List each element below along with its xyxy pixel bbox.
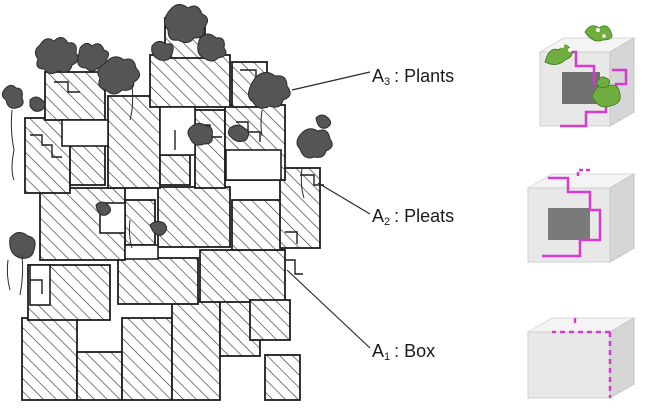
sketch-box — [70, 145, 105, 185]
foliage-cluster — [152, 41, 173, 60]
leader-line-a2 — [318, 183, 370, 214]
leader-line-a3 — [292, 72, 370, 90]
sketch-open-box — [62, 120, 108, 146]
foliage-cluster — [30, 97, 45, 111]
label-letter: A — [372, 66, 384, 86]
label-separator: : — [394, 341, 404, 361]
label-text: Plants — [404, 66, 454, 86]
sketch-box — [265, 355, 300, 400]
box-illustration-a3 — [540, 26, 634, 126]
label-subscript: 1 — [384, 351, 390, 363]
label-plants: A3: Plants — [372, 66, 454, 87]
sketch-tower — [22, 18, 320, 400]
sketch-open-box — [125, 245, 158, 259]
foliage-cluster — [35, 37, 78, 73]
sketch-box — [158, 187, 230, 247]
label-subscript: 3 — [384, 76, 390, 88]
label-text: Box — [404, 341, 435, 361]
sketch-box — [160, 155, 190, 185]
sketch-open-box — [226, 150, 281, 180]
label-separator: : — [394, 206, 404, 226]
foliage-cluster — [248, 72, 290, 108]
label-subscript: 2 — [384, 216, 390, 228]
foliage-cluster — [297, 129, 332, 158]
sketch-box — [195, 110, 225, 188]
label-letter: A — [372, 206, 384, 226]
sketch-box — [200, 250, 285, 302]
box-illustration-a1 — [528, 318, 634, 398]
foliage-cluster — [198, 34, 226, 61]
label-pleats: A2: Pleats — [372, 206, 454, 227]
sketch-box — [250, 300, 290, 340]
foliage-cluster — [316, 115, 331, 128]
sketch-box — [232, 200, 282, 250]
label-letter: A — [372, 341, 384, 361]
label-separator: : — [394, 66, 404, 86]
sketch-box — [172, 300, 220, 400]
foliage-cluster — [188, 123, 212, 145]
foliage-cluster — [10, 232, 35, 258]
sketch-box — [118, 258, 198, 304]
sketch-open-box — [30, 265, 50, 305]
label-text: Pleats — [404, 206, 454, 226]
sketch-box — [45, 72, 105, 120]
box-illustration-a2 — [528, 170, 634, 262]
label-box: A1: Box — [372, 341, 435, 362]
sketch-box — [77, 352, 122, 400]
sketch-box — [122, 318, 172, 400]
leader-line-a1 — [287, 270, 370, 348]
sketch-box — [22, 318, 77, 400]
foliage-cluster — [2, 85, 23, 108]
sketch-box — [150, 55, 230, 107]
sketch-box — [108, 96, 160, 188]
